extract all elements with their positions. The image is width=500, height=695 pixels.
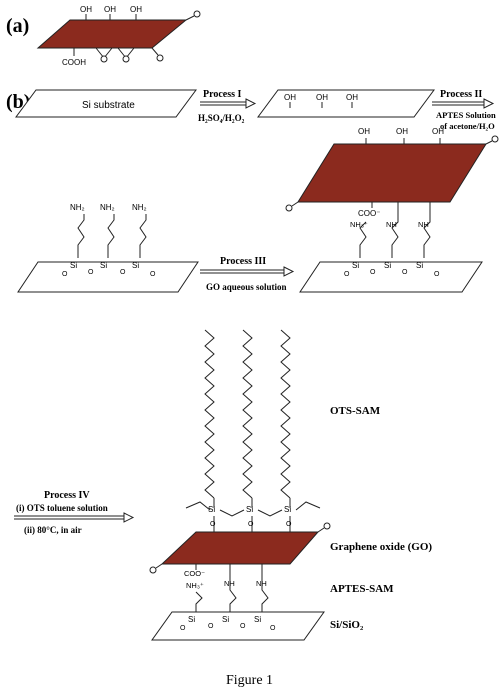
coo-label: COO⁻: [184, 569, 205, 578]
si-substrate-label: Si substrate: [82, 100, 135, 111]
si-label: Si: [246, 505, 253, 514]
o-label: O: [402, 269, 408, 276]
si-label: Si: [100, 261, 107, 270]
o-label: O: [120, 269, 126, 276]
si-sio2-label: Si/SiO₂: [330, 619, 364, 631]
si-label: Si: [70, 261, 77, 270]
aptes-substrate: NH₂ NH₂ NH₂ Si Si Si O O O O: [17, 203, 199, 293]
go-sheet-a: OH OH OH COOH: [36, 5, 201, 67]
o-label: O: [88, 269, 94, 276]
oh-label: OH: [358, 127, 370, 136]
nh-label: NH: [256, 579, 267, 588]
process-4-reagent-2: (ii) 80°C, in air: [24, 525, 82, 535]
o-label: O: [248, 521, 254, 528]
process-2-title: Process II: [440, 89, 482, 100]
cooh-label: COOH: [62, 58, 86, 67]
nh-label: NH: [224, 579, 235, 588]
aptes-sam-bottom: NH₃⁺ NH NH: [186, 564, 269, 612]
oh-label: OH: [284, 93, 296, 102]
aptes-sam-label: APTES-SAM: [330, 583, 394, 595]
si-label: Si: [352, 261, 359, 270]
si-label: Si: [416, 261, 423, 270]
nh2-label: NH₂: [100, 203, 115, 212]
o-label: O: [208, 623, 214, 630]
nh2-label: NH₂: [70, 203, 85, 212]
nh2-label: NH₂: [132, 203, 147, 212]
process-1-title: Process I: [203, 89, 242, 100]
ots-sam-label: OTS-SAM: [330, 405, 381, 417]
oh-label: OH: [396, 127, 408, 136]
process-4-reagent-1: (i) OTS toluene solution: [16, 503, 108, 513]
go-label: Graphene oxide (GO): [330, 541, 432, 553]
si-label: Si: [132, 261, 139, 270]
go-on-aptes: OH OH OH COO⁻ NH₃⁺ NH NH Si Si Si O O O …: [285, 127, 499, 293]
o-label: O: [434, 271, 440, 278]
o-label: O: [210, 521, 216, 528]
nh-label: NH: [386, 220, 397, 229]
nh3-label: NH₃⁺: [186, 581, 204, 590]
si-label: Si: [208, 505, 215, 514]
o-label: O: [240, 623, 246, 630]
process-3-reagent: GO aqueous solution: [206, 282, 287, 292]
figure-caption: Figure 1: [226, 673, 273, 688]
process-4-title: Process IV: [44, 490, 90, 501]
process-3-arrow: Process III GO aqueous solution: [200, 256, 295, 292]
si-label: Si: [254, 615, 261, 624]
oh-label: OH: [80, 5, 92, 14]
si-label: Si: [384, 261, 391, 270]
si-label: Si: [284, 505, 291, 514]
oh-label: OH: [432, 127, 444, 136]
o-label: O: [344, 271, 350, 278]
process-3-title: Process III: [220, 256, 266, 267]
oh-label: OH: [104, 5, 116, 14]
process-2-reagent-1: APTES Solution: [436, 110, 496, 120]
si-label: Si: [222, 615, 229, 624]
go-sheet-a-body: [36, 19, 188, 49]
si-substrate: Si substrate: [15, 89, 197, 118]
process-2-reagent-2: of acetone/H₂O: [440, 121, 495, 131]
oh-label: OH: [130, 5, 142, 14]
o-label: O: [180, 625, 186, 632]
process-1-reagent: H₂SO₄/H₂O₂: [198, 113, 245, 123]
process-4-arrow: Process IV (i) OTS toluene solution (ii)…: [14, 490, 135, 535]
o-label: O: [286, 521, 292, 528]
nh-label: NH: [418, 220, 429, 229]
ots-chains: Si Si Si O O O: [185, 329, 321, 532]
coo-label: COO⁻: [358, 209, 380, 218]
oh-label: OH: [346, 93, 358, 102]
o-label: O: [270, 625, 276, 632]
oh-label: OH: [316, 93, 328, 102]
si-sio2-substrate: Si Si Si O O O O: [151, 611, 325, 641]
si-label: Si: [188, 615, 195, 624]
o-label: O: [150, 271, 156, 278]
panel-a-label: (a): [6, 15, 29, 37]
o-label: O: [62, 271, 68, 278]
go-sheet-bottom: COO⁻: [149, 522, 331, 578]
process-2-arrow: Process II APTES Solution of acetone/H₂O: [432, 89, 496, 131]
o-label: O: [370, 269, 376, 276]
oh-substrate: OH OH OH: [257, 89, 435, 118]
nh3-label: NH₃⁺: [350, 220, 368, 229]
process-1-arrow: Process I H₂SO₄/H₂O₂: [198, 89, 257, 123]
